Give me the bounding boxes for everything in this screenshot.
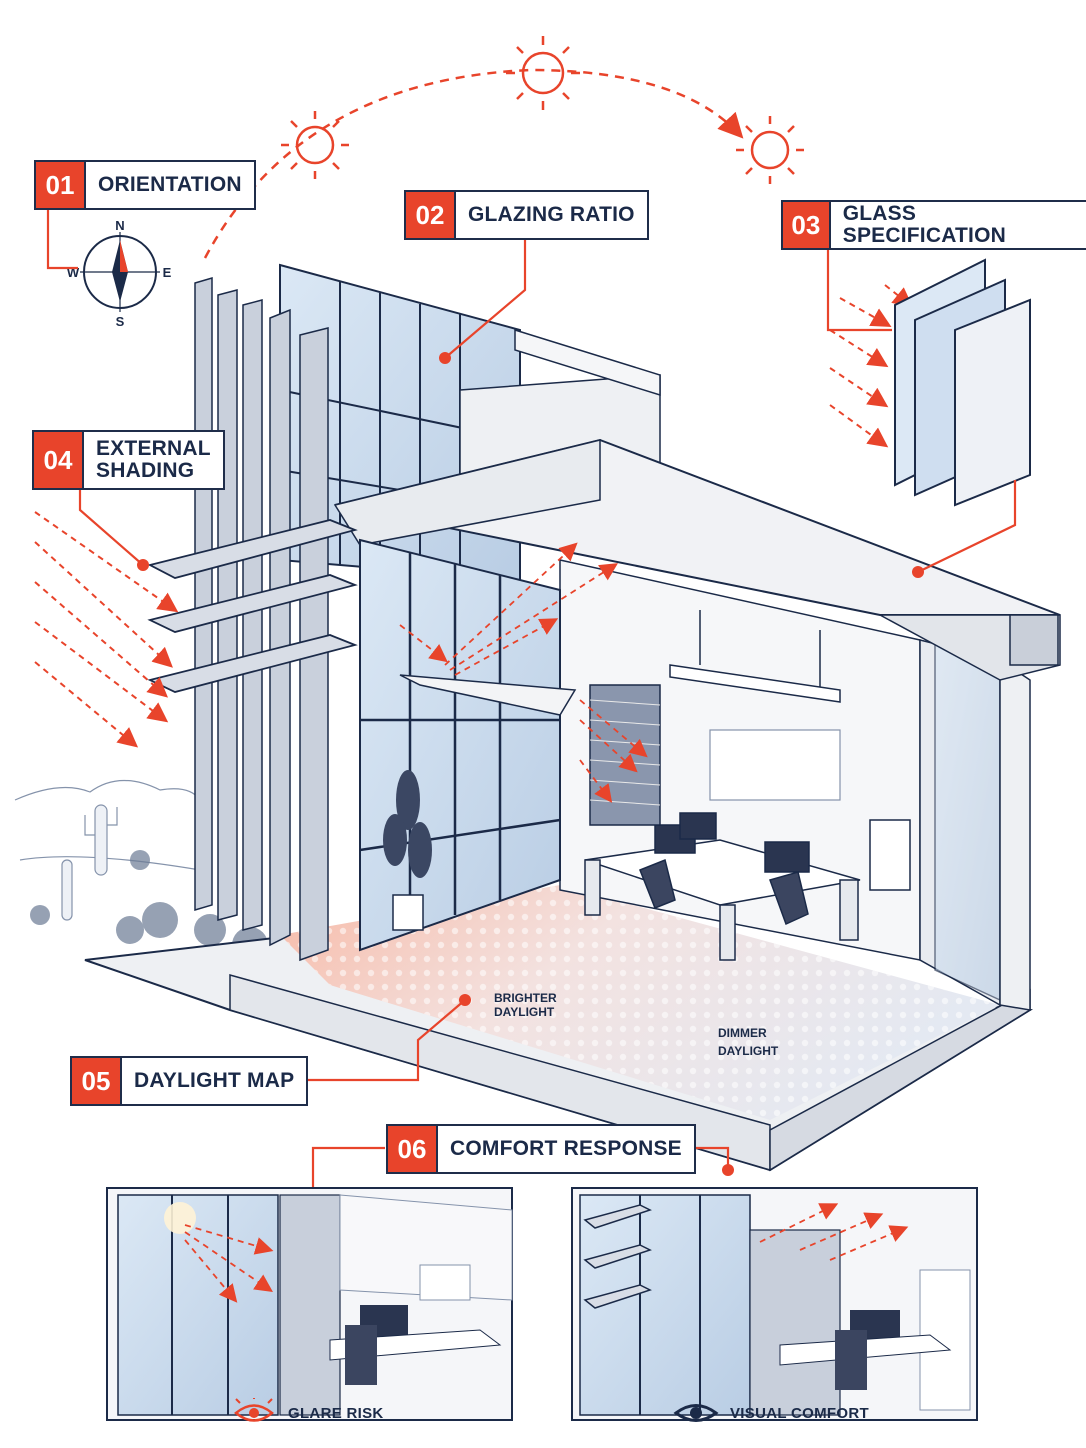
glare-risk-panel	[106, 1187, 513, 1421]
callout-label: GLASS SPECIFICATION	[828, 202, 1086, 248]
ceiling-light	[669, 610, 841, 703]
compass-n: N	[115, 218, 124, 233]
callout-orientation: 01 ORIENTATION	[36, 162, 254, 208]
brighter-daylight-label-1: BRIGHTER	[494, 991, 557, 1005]
callout-daylight-map: 05 DAYLIGHT MAP	[72, 1058, 307, 1104]
compass-e: E	[163, 265, 172, 280]
callout-leaders	[46, 205, 1017, 1188]
dimmer-daylight-label-2: DAYLIGHT	[718, 1044, 779, 1058]
callout-number: 01	[36, 162, 84, 208]
callout-label: DAYLIGHT MAP	[120, 1058, 306, 1104]
callout-number: 06	[388, 1126, 436, 1172]
sun-icon	[281, 36, 804, 184]
visual-comfort-label: VISUAL COMFORT	[730, 1404, 869, 1422]
glare-risk-caption: GLARE RISK	[230, 1398, 384, 1428]
potted-plant	[383, 770, 432, 931]
interior-light-rays	[399, 542, 648, 803]
callout-number: 05	[72, 1058, 120, 1104]
compass-s: S	[116, 314, 125, 329]
leader-dots	[137, 352, 924, 1176]
dimmer-daylight-label-1: DIMMER	[718, 1026, 767, 1040]
roof-slab	[333, 438, 1061, 681]
callout-number: 02	[406, 192, 454, 238]
glare-eye-icon	[234, 1398, 274, 1422]
callout-label: EXTERNAL SHADING	[82, 432, 223, 488]
visual-comfort-panel	[571, 1187, 978, 1421]
glare-risk-label: GLARE RISK	[288, 1404, 384, 1422]
visual-comfort-caption: VISUAL COMFORT	[672, 1398, 869, 1428]
callout-comfort-response: 06 COMFORT RESPONSE	[388, 1126, 694, 1172]
callout-glass-specification: 03 GLASS SPECIFICATION	[783, 202, 1086, 248]
glass-specification-layers	[894, 258, 1031, 507]
callout-label: GLAZING RATIO	[454, 192, 647, 238]
horizontal-louvres	[147, 519, 358, 693]
callout-number: 04	[34, 432, 82, 488]
daylight-map-floor	[280, 885, 1000, 1120]
compass-icon: N S E W	[67, 218, 172, 329]
eye-icon	[673, 1404, 719, 1422]
office-desks	[584, 812, 911, 961]
callout-label: ORIENTATION	[84, 162, 254, 208]
right-glass-wall	[934, 639, 1031, 1011]
incident-sun-rays	[34, 284, 914, 748]
callout-label: COMFORT RESPONSE	[436, 1126, 694, 1172]
callout-number: 03	[783, 202, 829, 248]
sun-path	[203, 68, 744, 259]
callout-external-shading: 04 EXTERNAL SHADING	[34, 432, 223, 488]
callout-glazing-ratio: 02 GLAZING RATIO	[406, 192, 647, 238]
brighter-daylight-label-2: DAYLIGHT	[494, 1005, 555, 1019]
